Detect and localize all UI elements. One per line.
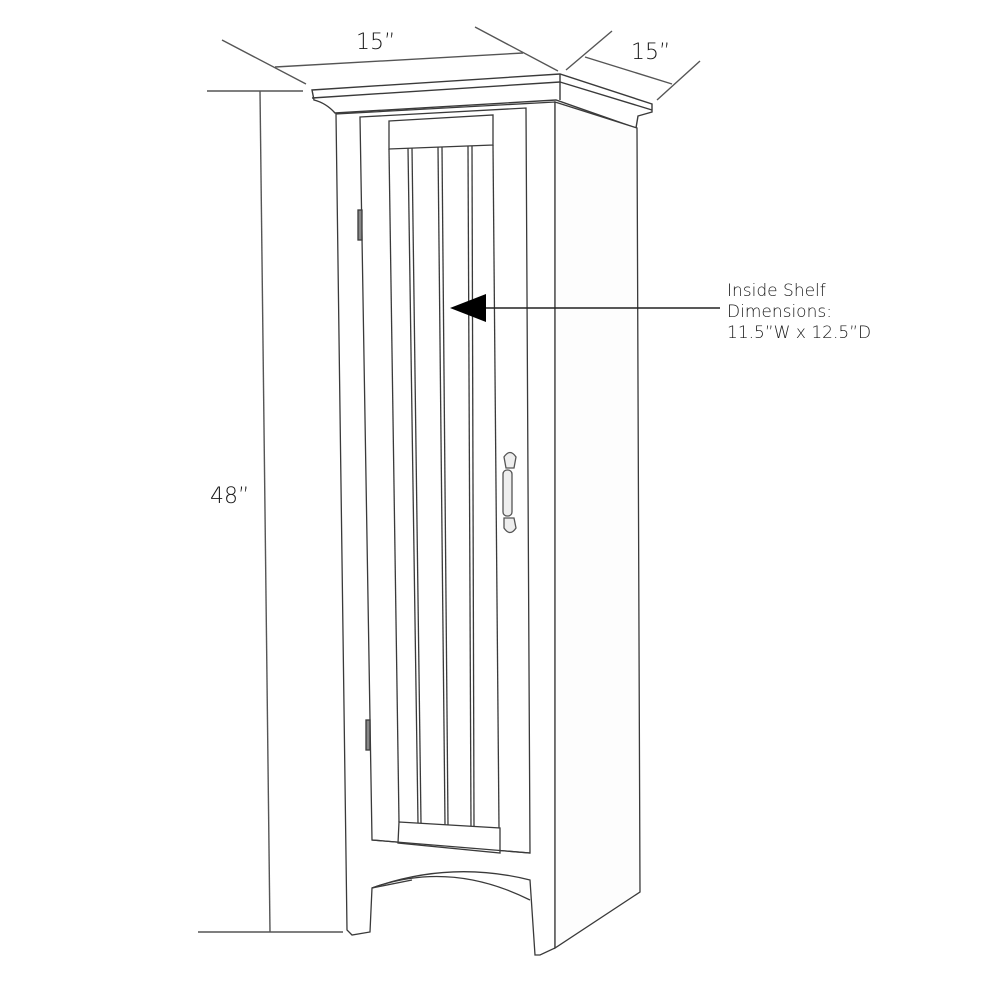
cabinet-side [554,101,641,950]
depth-dimension [565,30,701,101]
door-handle [502,451,517,534]
cabinet-front [335,101,556,956]
note-line-3: 11.5”W x 12.5”D [727,323,872,343]
depth-label: 15” [631,40,671,65]
note-line-1: Inside Shelf [727,281,826,301]
crown-molding [311,73,653,129]
width-dimension [221,26,559,85]
annotation-arrow [450,294,720,322]
inside-shelf-note: Inside Shelf Dimensions: 11.5”W x 12.5”D [727,281,871,344]
height-dimension [198,90,343,933]
note-line-2: Dimensions: [727,302,832,322]
height-label: 48” [210,484,250,509]
width-label: 15” [356,30,396,55]
